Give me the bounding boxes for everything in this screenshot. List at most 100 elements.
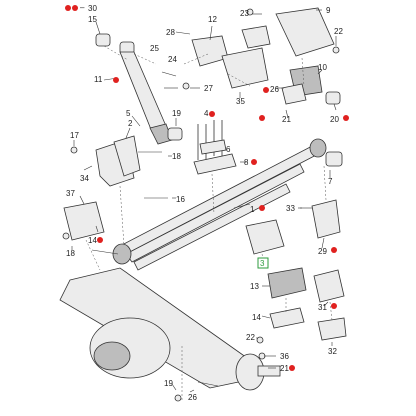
callout-37[interactable]: 37 [66, 189, 75, 198]
dash-12 [323, 165, 327, 201]
shock-absorber [95, 33, 183, 145]
legend-number: 30 [88, 4, 97, 13]
callout-21[interactable]: 21 [282, 115, 291, 124]
callout-25[interactable]: 25 [150, 44, 159, 53]
highlight-box-3[interactable] [257, 257, 269, 269]
callout-1[interactable]: 1 [250, 205, 255, 214]
bolt-25 [161, 71, 177, 77]
callout-4[interactable]: 4 [204, 109, 209, 118]
callout-19[interactable]: 19 [172, 109, 181, 118]
callout-14[interactable]: 14 [88, 236, 97, 245]
callout-11[interactable]: 11 [94, 75, 103, 84]
ldr-5 [131, 115, 141, 127]
plate-32 [317, 317, 347, 341]
hanger-9 [275, 7, 335, 57]
callout-10[interactable]: 10 [318, 63, 327, 72]
spacer-6 [199, 139, 227, 155]
callout-16[interactable]: 16 [176, 195, 185, 204]
ldr-20 [333, 103, 337, 111]
callout-17[interactable]: 17 [70, 131, 79, 140]
leader-lines [71, 9, 337, 393]
callout-13[interactable]: 13 [250, 282, 259, 291]
callout-34[interactable]: 34 [80, 174, 89, 183]
axle-housing [59, 267, 281, 391]
callout-22-lower[interactable]: 22 [246, 333, 255, 342]
red-dot-4-icon [209, 111, 215, 117]
ldr-10 [317, 69, 323, 75]
red-dot-21b-icon [289, 365, 295, 371]
clamp-plate-8 [193, 153, 237, 175]
callout-18-lower[interactable]: 18 [66, 249, 75, 258]
legend: – 30 [65, 3, 97, 13]
nut-26a [174, 394, 182, 402]
ldr-28 [175, 31, 191, 35]
callout-5[interactable]: 5 [126, 109, 131, 118]
nut-27 [182, 82, 190, 90]
dash-1 [103, 45, 129, 61]
callout-8[interactable]: 8 [244, 158, 249, 167]
nut-23 [246, 8, 254, 16]
callout-18[interactable]: 18 [172, 152, 181, 161]
bushing-19 [167, 127, 183, 141]
callout-27[interactable]: 27 [204, 84, 213, 93]
red-dot-20-icon [343, 115, 349, 121]
callout-24[interactable]: 24 [168, 55, 177, 64]
callout-23[interactable]: 23 [240, 9, 249, 18]
differential-cover [93, 341, 131, 371]
leaf-3 [133, 183, 291, 271]
bracket-12 [191, 35, 229, 67]
ldr-19b [171, 383, 177, 391]
callout-3[interactable]: 3 [260, 259, 265, 268]
callout-2[interactable]: 2 [128, 119, 133, 128]
dash-7 [85, 239, 101, 271]
bushing-15 [95, 33, 111, 47]
callout-14-right[interactable]: 14 [252, 313, 261, 322]
callout-19-lower[interactable]: 19 [164, 379, 173, 388]
callout-36[interactable]: 36 [280, 352, 289, 361]
upper-mount-brackets [191, 25, 271, 89]
legend-red-dot-1-icon [65, 5, 71, 11]
ldr-31 [323, 301, 329, 307]
bracket-29 [311, 199, 341, 239]
callout-26-lower[interactable]: 26 [188, 393, 197, 402]
callout-12[interactable]: 12 [208, 15, 217, 24]
callout-35[interactable]: 35 [236, 97, 245, 106]
callout-20[interactable]: 20 [330, 115, 339, 124]
ldr-14a [95, 225, 99, 233]
red-dot-31-icon [331, 303, 337, 309]
callout-labels: 15 12 23 9 28 22 10 25 24 11 27 35 26 5 … [66, 6, 343, 402]
callout-31[interactable]: 31 [318, 303, 327, 312]
bump-stop-3 [245, 219, 285, 255]
dash-5 [301, 57, 305, 87]
bracket-31 [313, 269, 345, 303]
callout-28[interactable]: 28 [166, 28, 175, 37]
bracket-35 [221, 47, 269, 89]
callout-21-lower[interactable]: 21 [280, 364, 289, 373]
callout-32[interactable]: 32 [328, 347, 337, 356]
lower-bracket [63, 201, 105, 241]
dash-11 [329, 301, 333, 321]
red-dot-11-icon [113, 77, 119, 83]
callout-22[interactable]: 22 [334, 27, 343, 36]
u-bolt-set [193, 120, 237, 175]
red-dot-1-icon [259, 205, 265, 211]
u-bolts [197, 120, 223, 160]
red-dot-14-icon [97, 237, 103, 243]
callout-9[interactable]: 9 [326, 6, 331, 15]
ldr-1 [233, 203, 251, 209]
callout-15[interactable]: 15 [88, 15, 97, 24]
legend-red-dot-2-icon [72, 5, 78, 11]
callout-7[interactable]: 7 [328, 177, 333, 186]
hanger-2-plate [113, 135, 141, 177]
red-dot-26-icon [263, 87, 269, 93]
ldr-21a [285, 109, 289, 119]
bolt-26b [197, 381, 219, 387]
legend-dash: – [80, 3, 85, 12]
callout-29[interactable]: 29 [318, 247, 327, 256]
callout-33[interactable]: 33 [286, 204, 295, 213]
nut-37 [62, 232, 70, 240]
callout-6[interactable]: 6 [226, 145, 231, 154]
ldr-15 [95, 21, 101, 35]
red-dot-29-icon [331, 247, 337, 253]
callout-26[interactable]: 26 [270, 85, 279, 94]
